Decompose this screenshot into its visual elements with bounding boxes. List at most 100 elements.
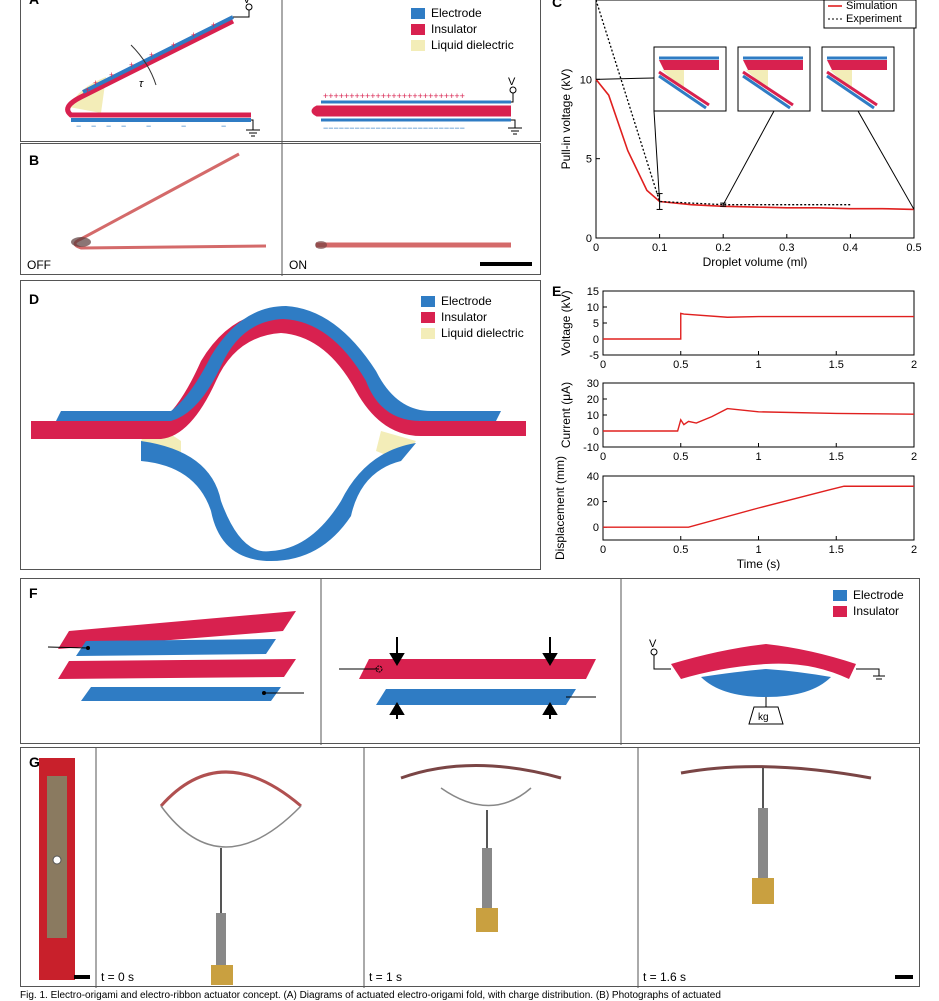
x-tick-label: 1 (755, 451, 761, 463)
svg-text:−: − (121, 121, 126, 131)
svg-text:+: + (149, 50, 154, 60)
inset-pointer (722, 110, 775, 205)
inset-pointer-start (595, 77, 655, 80)
electrode-sheet-1 (76, 639, 276, 656)
x-tick-label: 0.4 (843, 242, 858, 254)
svg-text:−: − (106, 121, 111, 131)
inset-pointer (653, 110, 661, 202)
voltage-label-f: V (649, 638, 657, 650)
inset-lower-electrode (742, 74, 791, 110)
bottom-electrode-ribbon (141, 441, 416, 561)
legend-a-electrode: Electrode (431, 6, 482, 20)
svg-text:−−−−−−−−−−−−−−−−−−−−−−−−−−−: −−−−−−−−−−−−−−−−−−−−−−−−−−− (323, 123, 465, 133)
experiment-line (595, 0, 851, 206)
legend-a-liquid: Liquid dielectric (431, 38, 514, 52)
y-tick-label: 0 (593, 522, 599, 534)
inset-lower-insulator (826, 70, 878, 107)
electrode-swatch (411, 7, 425, 19)
y-tick-label: 0 (593, 334, 599, 346)
x-tick-label: 0.5 (673, 451, 688, 463)
torque-arrow (130, 44, 157, 86)
panel-e-label: E (552, 283, 562, 299)
y-tick-label: 10 (580, 74, 592, 86)
zipping-diagram: kg V (47, 579, 885, 745)
panel-d-label: D (29, 291, 40, 307)
electrode-swatch (421, 295, 435, 307)
y-tick-label: 20 (587, 497, 599, 509)
x-tick-label: 2 (911, 359, 917, 371)
svg-text:+: + (109, 70, 114, 80)
legend-d-insulator: Insulator (441, 310, 488, 324)
ribbon-t1-bottom (440, 787, 532, 807)
svg-text:+: + (85, 85, 90, 95)
y-tick-label: -10 (583, 442, 599, 454)
weight-t1 (482, 848, 492, 908)
svg-text:+: + (211, 20, 216, 30)
x-tick-label: 0 (593, 242, 599, 254)
y-axis-label: Displacement (mm) (553, 456, 567, 560)
plot-frame (595, 0, 915, 239)
force-arrows (389, 637, 558, 719)
closed-negative-charges: −−−−−−−−−−−−−−−−−−−−−−−−−−− (323, 123, 465, 133)
plot-frame (602, 290, 915, 356)
panel-c-label: C (552, 0, 563, 10)
inset-insulator (659, 60, 719, 70)
x-tick-label: 2 (911, 544, 917, 556)
panel-a: A V τ ++++++++ −−−−−−− +++++++++++++++++… (20, 0, 541, 143)
y-tick-label: -5 (589, 350, 599, 362)
liquid-swatch (411, 39, 425, 51)
panel-g-label: G (29, 754, 40, 770)
legend-experiment: Experiment (846, 13, 902, 25)
ribbon-t2 (680, 765, 872, 780)
panel-d: D Electrode Insulator Liquid dielectric (20, 280, 541, 570)
y-tick-label: 0 (593, 426, 599, 438)
panel-b-label: B (29, 152, 40, 168)
fold-diagram: V τ ++++++++ −−−−−−− +++++++++++++++++++… (65, 0, 522, 143)
x-tick-label: 2 (911, 451, 917, 463)
x-tick-label: 1 (755, 544, 761, 556)
torque-label: τ (139, 78, 144, 90)
y-tick-label: 15 (587, 286, 599, 298)
x-axis-label: Droplet volume (ml) (703, 255, 808, 269)
y-tick-label: 5 (593, 318, 599, 330)
closed-fold-insulator (311, 105, 511, 117)
svg-text:−: − (146, 121, 151, 131)
insulator-swatch (833, 605, 847, 617)
legend-d: Electrode Insulator Liquid dielectric (421, 293, 524, 341)
inset-lower-electrode (658, 74, 707, 110)
legend-f-insulator: Insulator (853, 604, 900, 618)
weight (748, 706, 784, 725)
svg-text:+: + (191, 30, 196, 40)
lifting-insulator (671, 644, 856, 679)
liquid-swatch (421, 327, 435, 339)
time-label-0: t = 0 s (101, 970, 135, 984)
x-tick-label: 1.5 (829, 451, 844, 463)
negative-charges: −−−−−−− (76, 121, 226, 131)
pressed-electrode (376, 689, 576, 705)
figure-caption: Fig. 1. Electro-origami and electro-ribb… (20, 990, 721, 1001)
x-tick-label: 0.5 (673, 544, 688, 556)
label-off: OFF (27, 258, 51, 272)
series-line-E1 (603, 312, 914, 340)
closed-positive-charges: +++++++++++++++++++++++++++ (323, 91, 465, 101)
y-axis-label: Voltage (kV) (559, 290, 573, 355)
inset-lower-insulator (742, 70, 794, 107)
panel-g: G t = 0 s t = 1 s t = 1.6 s (20, 747, 920, 988)
label-on: ON (289, 258, 307, 272)
panel-f-label: F (29, 585, 38, 601)
panel-a-label: A (29, 0, 39, 7)
panel-b: B OFF ON (20, 143, 541, 276)
x-tick-label: 0.5 (906, 242, 921, 254)
x-tick-label: 0.5 (673, 359, 688, 371)
electrode-swatch (833, 589, 847, 601)
electrode-sheet-2 (81, 687, 281, 701)
x-tick-label: 0 (600, 544, 606, 556)
x-tick-label: 1 (755, 359, 761, 371)
inset-insulator (743, 60, 803, 70)
positive-charges: ++++++++ (85, 20, 216, 95)
open-fold-electrode-top (82, 15, 234, 94)
time-label-2: t = 1.6 s (643, 970, 687, 984)
weight-t2 (758, 808, 768, 878)
voltage-label-a: V (243, 0, 251, 6)
